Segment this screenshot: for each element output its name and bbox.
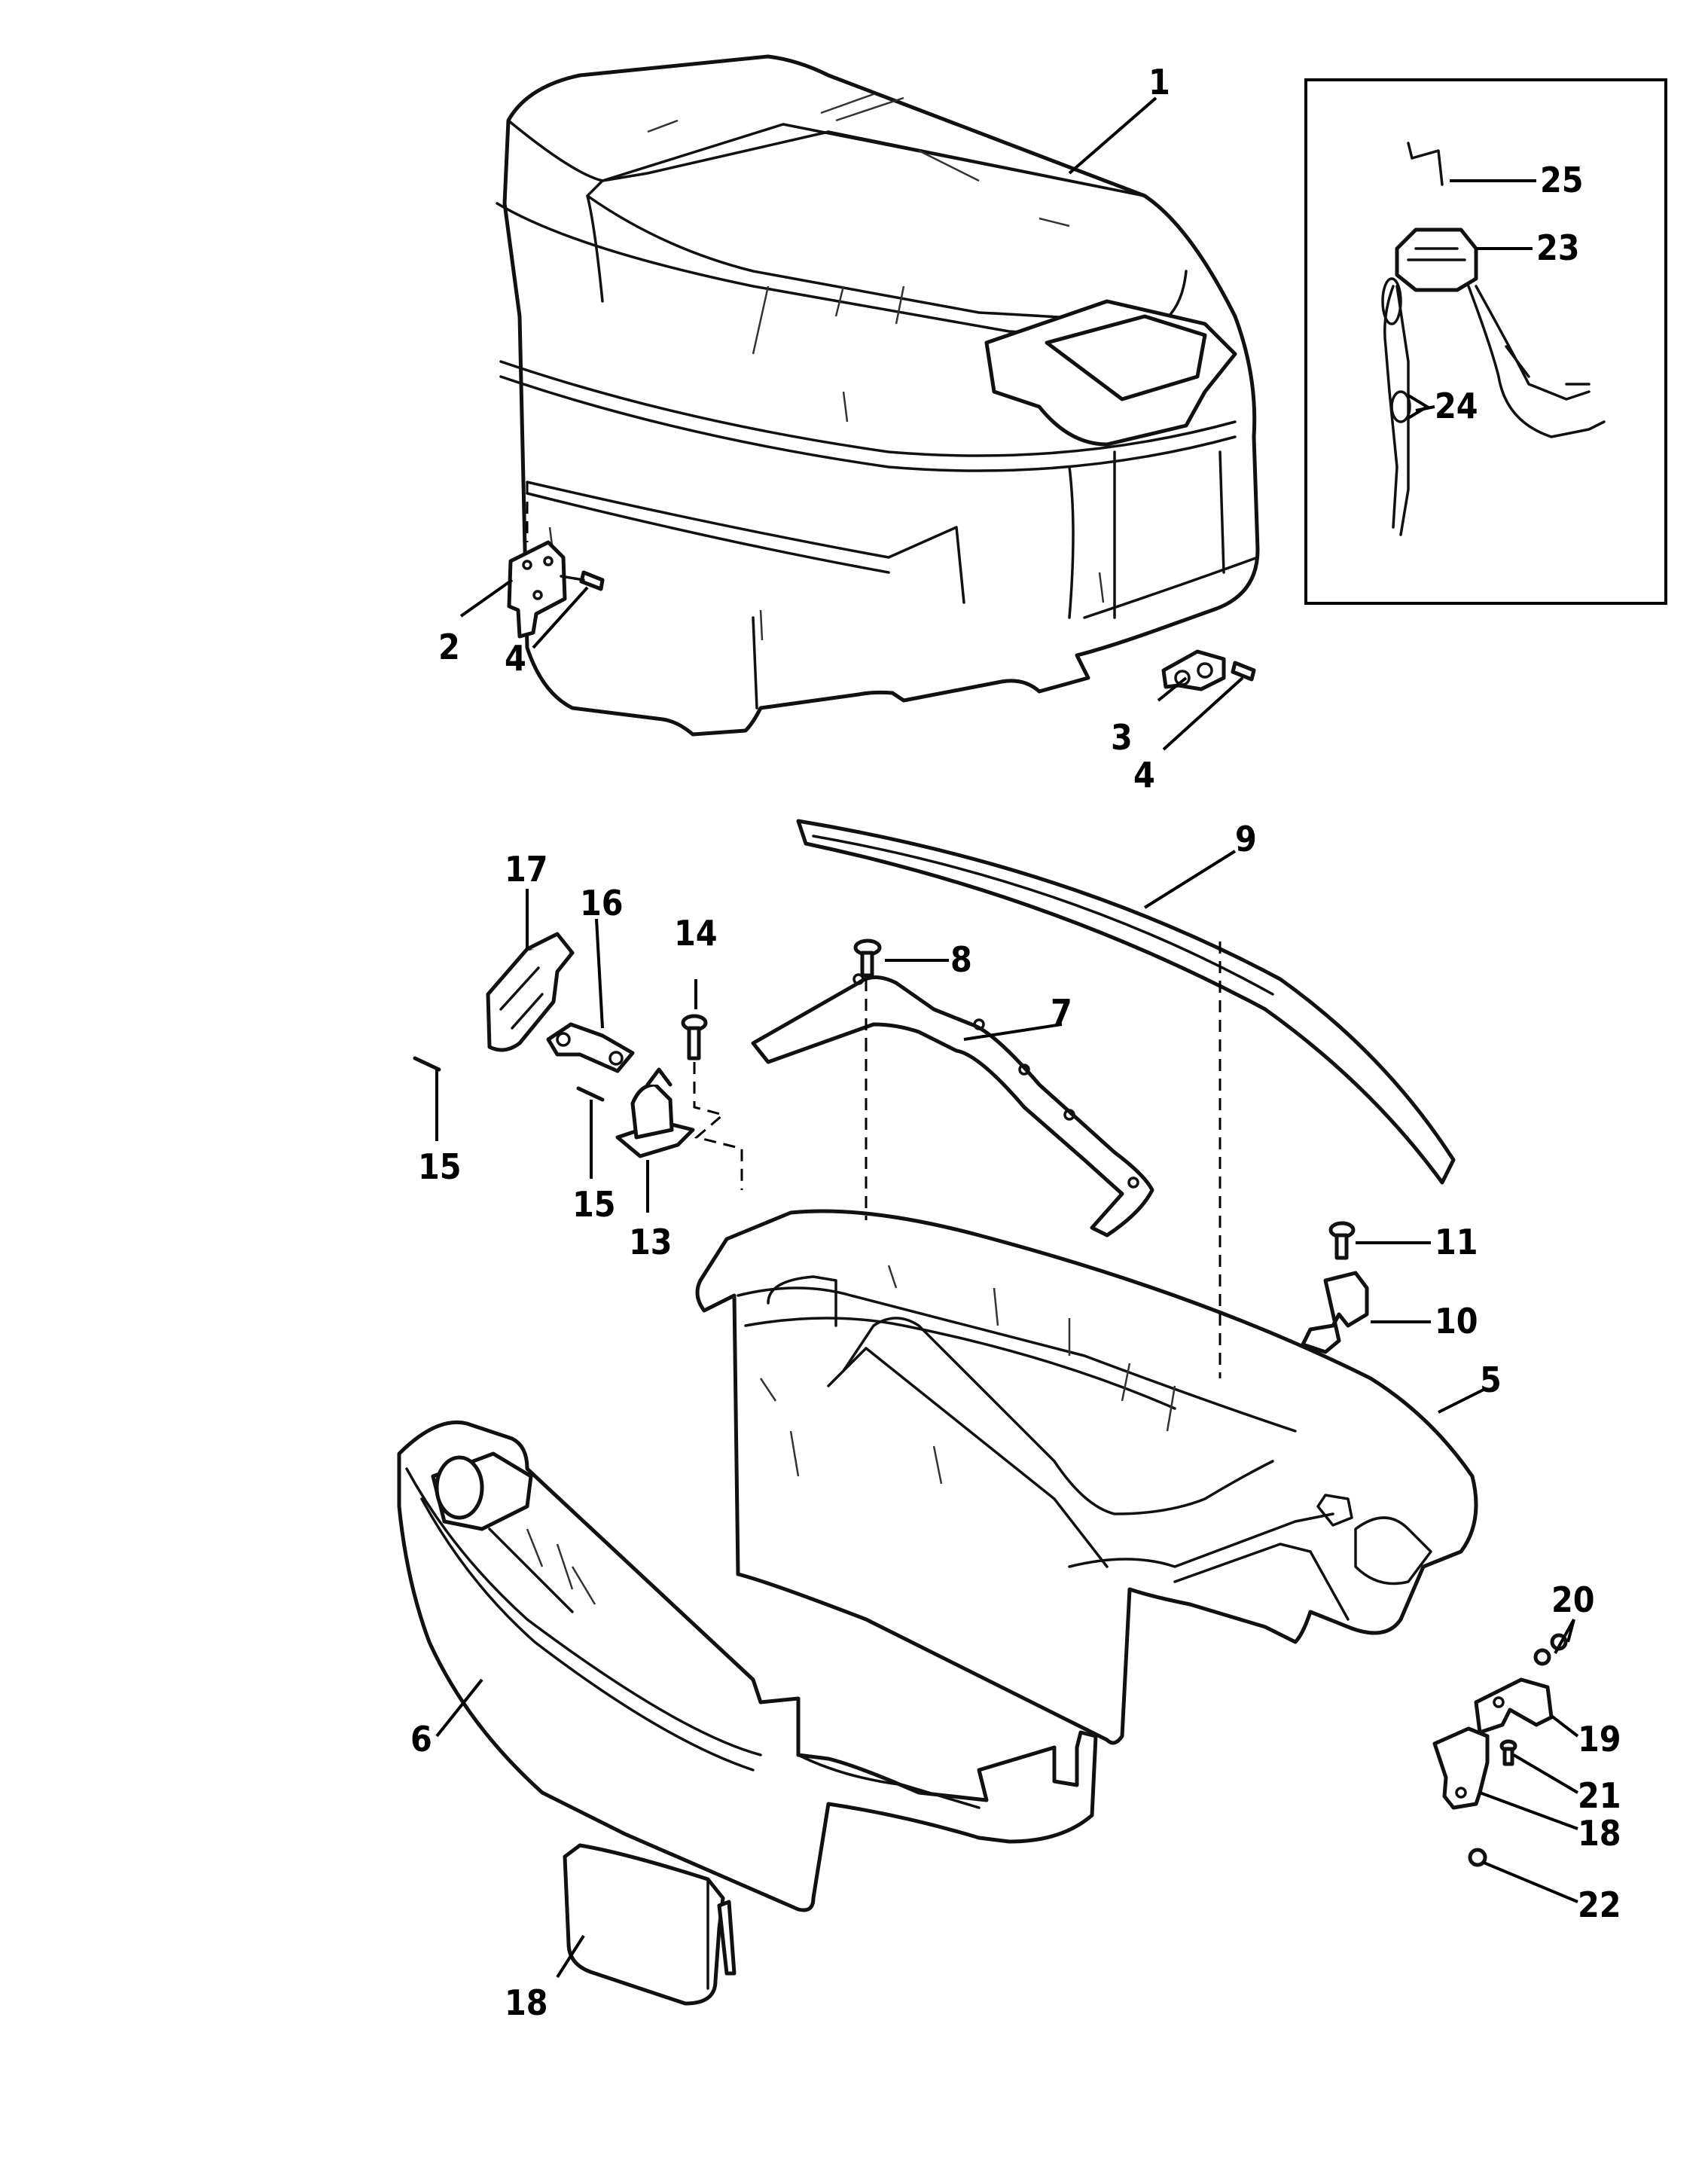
callout-18-right: 18 — [1578, 1813, 1621, 1854]
callout-15-right: 15 — [572, 1184, 616, 1225]
cowl-seal — [751, 973, 1154, 1238]
callout-5: 5 — [1480, 1360, 1502, 1400]
callout-22: 22 — [1578, 1885, 1621, 1925]
callout-11: 11 — [1435, 1222, 1478, 1262]
callout-18-bottom: 18 — [505, 1982, 548, 2023]
screw-left — [560, 570, 605, 591]
callout-21: 21 — [1578, 1775, 1621, 1816]
hinge-bracket-13 — [615, 1067, 695, 1158]
callout-16: 16 — [580, 883, 624, 923]
callout-20: 20 — [1551, 1579, 1595, 1620]
seal-screw — [853, 938, 882, 978]
screw-11 — [1328, 1221, 1356, 1260]
callout-4-left: 4 — [505, 638, 526, 679]
hinge-link-16 — [546, 1022, 635, 1073]
callout-17: 17 — [505, 849, 548, 890]
nut-20a — [1533, 1648, 1551, 1666]
latch-clip-19 — [1474, 1677, 1554, 1735]
nut-22 — [1468, 1848, 1487, 1867]
screw-14 — [681, 1014, 708, 1061]
callout-15-left: 15 — [418, 1146, 462, 1187]
callout-7: 7 — [1051, 992, 1072, 1033]
callout-25: 25 — [1540, 160, 1584, 200]
latch-10 — [1301, 1271, 1369, 1354]
callout-9: 9 — [1235, 819, 1257, 859]
latch-bracket-left — [507, 540, 567, 639]
callout-6: 6 — [410, 1719, 432, 1759]
callout-labels: 1 2 4 3 4 9 17 16 14 8 7 15 15 13 11 10 … — [410, 62, 1621, 2023]
inset-switch-assembly — [1381, 142, 1606, 536]
callout-24: 24 — [1435, 386, 1478, 426]
top-cowl — [496, 54, 1260, 737]
bottom-cowl-rear — [695, 1209, 1478, 1745]
cover-plate — [563, 1843, 737, 2006]
callout-4-right: 4 — [1133, 755, 1155, 795]
hinge-alignment-line — [693, 1062, 743, 1190]
callout-23: 23 — [1536, 227, 1580, 268]
callout-13: 13 — [629, 1222, 673, 1262]
callout-2: 2 — [438, 627, 460, 667]
bracket-18-right — [1432, 1726, 1490, 1810]
latch-bracket-right — [1161, 649, 1226, 691]
pin-15-left — [413, 1056, 441, 1072]
callout-14: 14 — [674, 913, 718, 954]
callout-8: 8 — [950, 939, 972, 980]
inset-frame — [1304, 78, 1667, 605]
screw-21 — [1499, 1739, 1517, 1766]
callout-10: 10 — [1435, 1301, 1478, 1341]
callout-1: 1 — [1148, 62, 1170, 102]
hinge-bracket-17 — [486, 932, 575, 1052]
pin-15-right — [576, 1086, 605, 1102]
trim-strip — [796, 819, 1456, 1185]
bottom-cowl-front — [397, 1420, 1098, 1912]
callout-19: 19 — [1578, 1719, 1621, 1759]
leader-lines — [435, 96, 1579, 1979]
screw-right — [1231, 661, 1256, 682]
callout-3: 3 — [1111, 717, 1133, 758]
